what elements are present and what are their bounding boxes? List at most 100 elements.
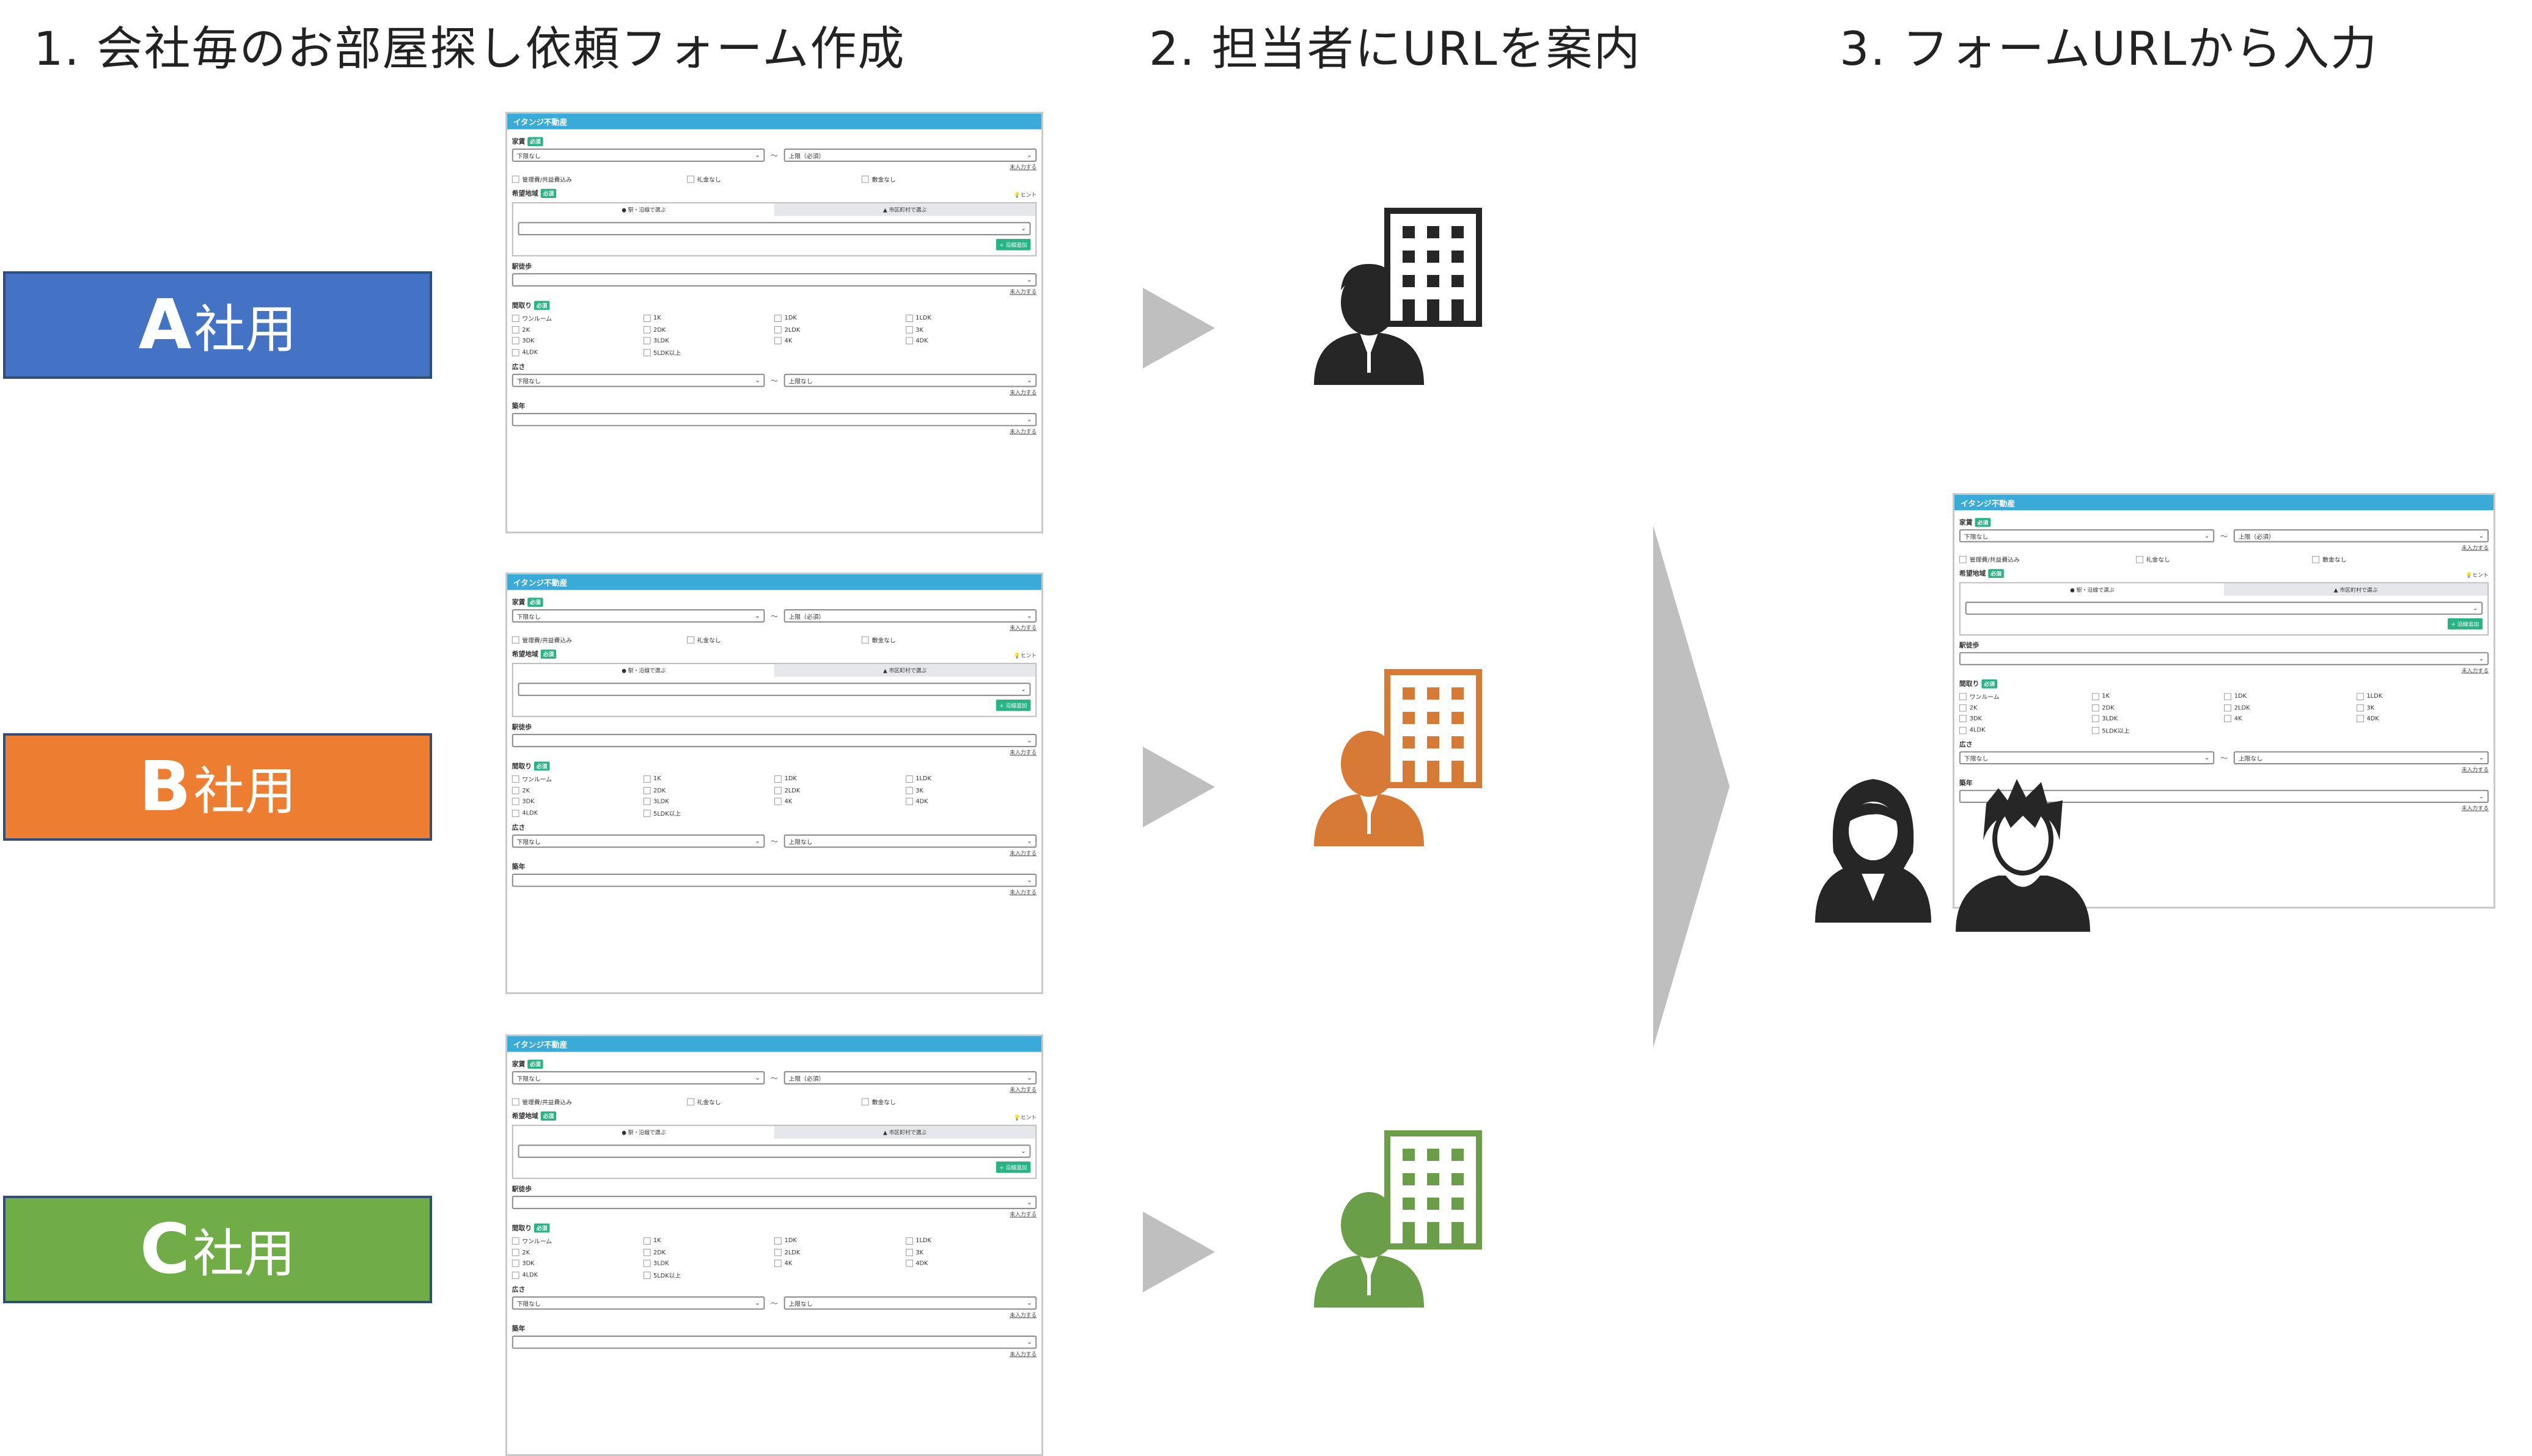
layout-checkbox[interactable]: 3LDK: [643, 797, 774, 805]
layout-checkbox[interactable]: 4LDK: [512, 348, 644, 357]
layout-checkbox[interactable]: 4LDK: [512, 1270, 644, 1279]
clear-link[interactable]: 未入力する: [2461, 767, 2489, 774]
layout-checkbox[interactable]: 3K: [905, 326, 1037, 334]
size-min-select[interactable]: 下限なし⌄: [512, 1296, 765, 1310]
layout-checkbox[interactable]: 1K: [643, 313, 774, 323]
rent-min-select[interactable]: 下限なし⌄: [512, 609, 765, 623]
hint-link[interactable]: 💡ヒント: [1013, 1115, 1037, 1121]
layout-checkbox[interactable]: 2DK: [643, 1248, 774, 1256]
size-min-select[interactable]: 下限なし⌄: [512, 373, 765, 387]
layout-checkbox[interactable]: 3K: [905, 1248, 1037, 1256]
rent-min-select[interactable]: 下限なし⌄: [1959, 529, 2215, 543]
layout-checkbox[interactable]: 4DK: [905, 1259, 1037, 1267]
fee-checkbox[interactable]: 敷金なし: [2312, 555, 2489, 564]
layout-checkbox[interactable]: 3LDK: [2091, 715, 2224, 722]
layout-checkbox[interactable]: 3DK: [512, 1259, 644, 1267]
fee-checkbox[interactable]: 管理費/共益費込み: [512, 1097, 687, 1106]
layout-checkbox[interactable]: 5LDK以上: [643, 348, 774, 357]
line-select[interactable]: ⌄: [518, 222, 1031, 236]
walk-select[interactable]: ⌄: [512, 273, 1037, 287]
layout-checkbox[interactable]: 5LDK以上: [643, 808, 774, 818]
layout-checkbox[interactable]: 3LDK: [643, 337, 774, 345]
layout-checkbox[interactable]: 1K: [643, 1236, 774, 1245]
age-select[interactable]: ⌄: [1959, 789, 2489, 803]
layout-checkbox[interactable]: ワンルーム: [512, 313, 644, 323]
layout-checkbox[interactable]: 1DK: [774, 313, 906, 323]
clear-link[interactable]: 未入力する: [1010, 851, 1037, 857]
rent-min-select[interactable]: 下限なし⌄: [512, 1071, 765, 1085]
layout-checkbox[interactable]: 3LDK: [643, 1259, 774, 1267]
fee-checkbox[interactable]: 礼金なし: [2135, 555, 2313, 564]
fee-checkbox[interactable]: 礼金なし: [686, 1097, 862, 1106]
layout-checkbox[interactable]: 4LDK: [1959, 726, 2092, 735]
age-select[interactable]: ⌄: [512, 412, 1037, 426]
layout-checkbox[interactable]: 1DK: [774, 1236, 906, 1245]
layout-checkbox[interactable]: 2K: [512, 1248, 644, 1256]
clear-link[interactable]: 未入力する: [1010, 750, 1037, 756]
layout-checkbox[interactable]: 2DK: [643, 326, 774, 334]
fee-checkbox[interactable]: 敷金なし: [862, 175, 1037, 183]
clear-link[interactable]: 未入力する: [1010, 289, 1037, 296]
clear-link[interactable]: 未入力する: [1010, 390, 1037, 397]
size-min-select[interactable]: 下限なし⌄: [1959, 751, 2215, 764]
layout-checkbox[interactable]: 3K: [905, 786, 1037, 794]
tab-city[interactable]: ▲ 市区町村で選ぶ: [774, 1125, 1036, 1139]
layout-checkbox[interactable]: ワンルーム: [512, 774, 644, 783]
layout-checkbox[interactable]: 2K: [512, 326, 644, 334]
rent-max-select[interactable]: 上限（必須）⌄: [783, 609, 1037, 623]
layout-checkbox[interactable]: 4DK: [905, 337, 1037, 345]
rent-max-select[interactable]: 上限（必須）⌄: [783, 148, 1037, 162]
add-line-button[interactable]: + 沿線追加: [996, 699, 1031, 711]
layout-checkbox[interactable]: 5LDK以上: [2091, 726, 2224, 734]
layout-checkbox[interactable]: 5LDK以上: [643, 1270, 774, 1279]
layout-checkbox[interactable]: 1DK: [774, 774, 906, 783]
add-line-button[interactable]: + 沿線追加: [996, 1161, 1031, 1173]
clear-link[interactable]: 未入力する: [1010, 1352, 1037, 1358]
layout-checkbox[interactable]: 4K: [774, 797, 906, 805]
tab-city[interactable]: ▲ 市区町村で選ぶ: [774, 664, 1036, 677]
age-select[interactable]: ⌄: [512, 1335, 1037, 1349]
layout-checkbox[interactable]: 3DK: [512, 337, 644, 345]
walk-select[interactable]: ⌄: [1959, 652, 2489, 665]
layout-checkbox[interactable]: 4DK: [2356, 715, 2489, 722]
hint-link[interactable]: 💡ヒント: [1013, 192, 1037, 199]
clear-link[interactable]: 未入力する: [1010, 890, 1037, 896]
clear-link[interactable]: 未入力する: [1010, 429, 1037, 436]
clear-link[interactable]: 未入力する: [1010, 164, 1037, 171]
layout-checkbox[interactable]: 1LDK: [905, 313, 1037, 323]
layout-checkbox[interactable]: ワンルーム: [1959, 692, 2092, 701]
layout-checkbox[interactable]: 1LDK: [905, 1236, 1037, 1245]
size-min-select[interactable]: 下限なし⌄: [512, 834, 765, 848]
layout-checkbox[interactable]: 2K: [512, 786, 644, 794]
layout-checkbox[interactable]: 2LDK: [774, 326, 906, 334]
tab-station[interactable]: ● 駅・沿線で選ぶ: [622, 207, 666, 214]
walk-select[interactable]: ⌄: [512, 1196, 1037, 1209]
tab-city[interactable]: ▲ 市区町村で選ぶ: [774, 203, 1036, 216]
size-max-select[interactable]: 上限なし⌄: [783, 834, 1037, 848]
tab-station[interactable]: ● 駅・沿線で選ぶ: [622, 1130, 666, 1136]
hint-link[interactable]: 💡ヒント: [1013, 653, 1037, 659]
layout-checkbox[interactable]: 3K: [2356, 704, 2489, 712]
layout-checkbox[interactable]: 1LDK: [905, 774, 1037, 783]
clear-link[interactable]: 未入力する: [2461, 805, 2489, 812]
add-line-button[interactable]: + 沿線追加: [996, 238, 1031, 251]
line-select[interactable]: ⌄: [518, 682, 1031, 697]
layout-checkbox[interactable]: 4K: [774, 1259, 906, 1267]
layout-checkbox[interactable]: 2DK: [2091, 704, 2224, 712]
layout-checkbox[interactable]: 4DK: [905, 797, 1037, 805]
line-select[interactable]: ⌄: [1965, 601, 2483, 615]
clear-link[interactable]: 未入力する: [1010, 1087, 1037, 1094]
rent-min-select[interactable]: 下限なし⌄: [512, 148, 765, 162]
layout-checkbox[interactable]: 1LDK: [2356, 692, 2489, 701]
layout-checkbox[interactable]: ワンルーム: [512, 1236, 644, 1245]
layout-checkbox[interactable]: 2DK: [643, 786, 774, 794]
size-max-select[interactable]: 上限なし⌄: [2233, 751, 2489, 764]
fee-checkbox[interactable]: 敷金なし: [862, 635, 1037, 644]
fee-checkbox[interactable]: 管理費/共益費込み: [512, 635, 687, 644]
layout-checkbox[interactable]: 2K: [1959, 704, 2092, 712]
fee-checkbox[interactable]: 礼金なし: [686, 175, 862, 183]
tab-station[interactable]: ● 駅・沿線で選ぶ: [2070, 587, 2115, 594]
size-max-select[interactable]: 上限なし⌄: [783, 1296, 1037, 1310]
layout-checkbox[interactable]: 2LDK: [2224, 704, 2357, 712]
layout-checkbox[interactable]: 2LDK: [774, 786, 906, 794]
